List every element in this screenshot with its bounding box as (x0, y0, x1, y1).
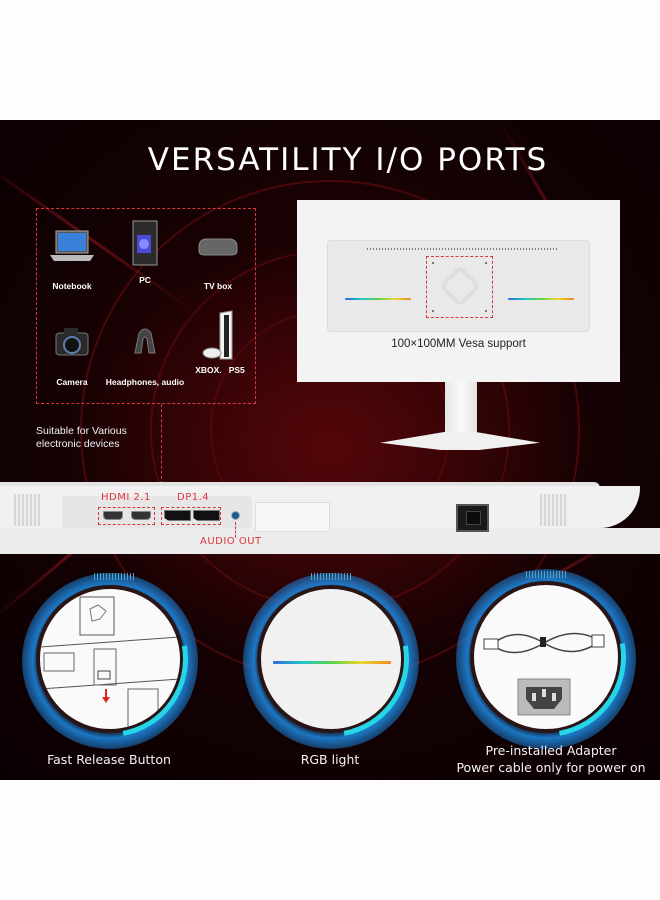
hdmi-port-1 (103, 511, 123, 520)
device-headphones: Headphones, audio (97, 321, 193, 387)
audio-connector-line (235, 522, 236, 538)
hdmi-label: HDMI 2.1 (101, 492, 151, 503)
rgb-strip-right (508, 298, 574, 300)
power-cable-icon (483, 632, 605, 716)
device-pc: PC (110, 219, 180, 285)
power-adapter-disc (470, 581, 622, 733)
device-label: PC (139, 275, 151, 285)
dp-port-1 (164, 510, 191, 521)
device-notebook: Notebook (37, 225, 107, 291)
device-tv-box: TV box (183, 225, 253, 291)
brand-logo-icon (438, 264, 482, 308)
tick-arc (94, 573, 134, 580)
feature-label-line2: Power cable only for power on (456, 760, 646, 775)
monitor-back-image: 100×100MM Vesa support (297, 200, 620, 382)
device-label: Headphones, audio (105, 377, 185, 387)
io-panel (62, 496, 252, 528)
device-label: Notebook (52, 281, 92, 291)
feature-label-line1: Pre-installed Adapter (485, 743, 617, 758)
laptop-icon (37, 225, 107, 267)
devices-panel: Notebook PC TV box Camera Headphones, a (36, 208, 256, 404)
vent-grille (367, 248, 557, 250)
audio-out-label: AUDIO OUT (200, 536, 262, 547)
dp-port-2 (193, 510, 220, 521)
power-socket (456, 504, 489, 532)
screw-hole (485, 310, 487, 312)
side-grille-left (14, 494, 42, 526)
rgb-light-disc (257, 585, 405, 733)
cable-clip (255, 502, 330, 532)
screw-hole (485, 262, 487, 264)
side-grille-right (540, 494, 568, 526)
feature-label: RGB light (300, 752, 360, 767)
screw-hole (432, 310, 434, 312)
camera-icon (37, 321, 107, 363)
strip-edge (0, 482, 600, 488)
headphones-icon (97, 321, 193, 363)
hdmi-port-2 (131, 511, 151, 520)
vesa-label: 100×100MM Vesa support (391, 338, 526, 350)
tick-arc (526, 571, 566, 578)
device-label: XBOX. PS5 (195, 365, 245, 375)
devices-note-line1: Suitable for Various (36, 425, 127, 437)
desktop-tower-icon (110, 219, 180, 267)
dp-label: DP1.4 (177, 492, 210, 503)
fast-release-diagram-icon (36, 585, 184, 733)
product-feature-graphic: VERSATILITY I/O PORTS Notebook PC TV box (0, 120, 660, 780)
device-label: Camera (56, 377, 88, 387)
port-strip: HDMI 2.1 DP1.4 AUDIO OUT (0, 472, 660, 554)
vesa-mount-area (426, 256, 493, 318)
device-game-console: XBOX. PS5 (185, 309, 255, 375)
tick-arc (311, 573, 351, 580)
page-title: VERSATILITY I/O PORTS (147, 142, 549, 178)
audio-out-jack (231, 511, 240, 520)
rgb-strip-left (345, 298, 411, 300)
feature-label: Fast Release Button (47, 752, 171, 767)
strip-lip (0, 528, 660, 554)
hdmi-group-outline (98, 507, 155, 525)
device-camera: Camera (37, 321, 107, 387)
devices-note-line2: electronic devices (36, 438, 120, 450)
monitor-back-housing (327, 240, 590, 332)
tv-box-icon (183, 225, 253, 267)
dp-group-outline (161, 507, 221, 525)
devices-note: Suitable for Various electronic devices (36, 425, 127, 451)
game-console-icon (185, 309, 255, 363)
device-label: TV box (203, 281, 233, 291)
screw-hole (432, 262, 434, 264)
rgb-strip-icon (273, 661, 391, 664)
dashed-connector (161, 404, 162, 484)
monitor-stand-base (380, 432, 540, 450)
